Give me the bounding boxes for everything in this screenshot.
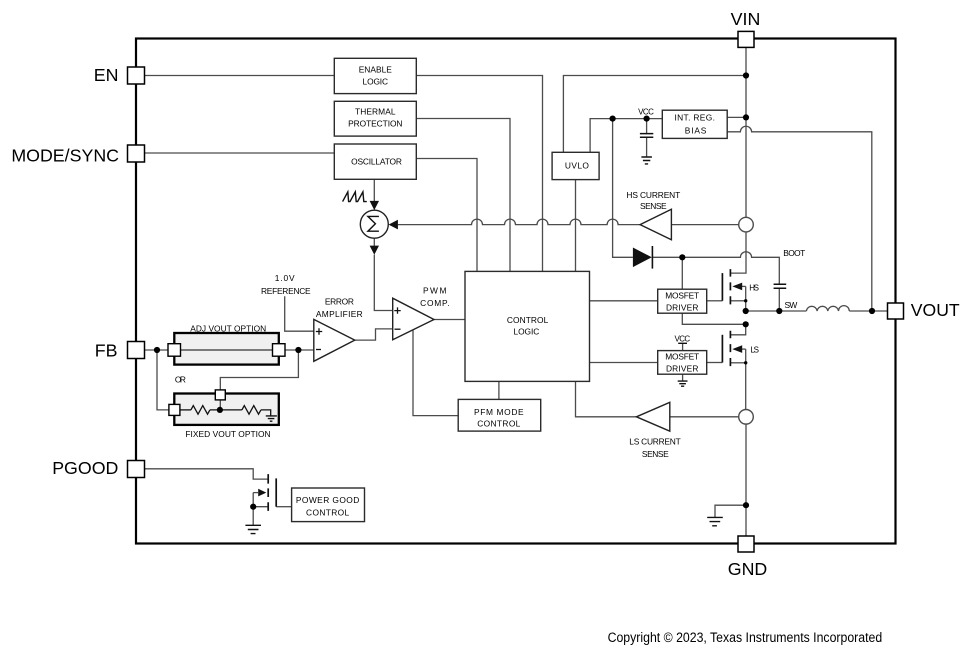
svg-text:MOSFET: MOSFET (665, 290, 699, 300)
svg-text:VCC: VCC (638, 107, 654, 116)
svg-text:EN: EN (94, 65, 119, 85)
svg-text:OSCILLATOR: OSCILLATOR (351, 157, 402, 167)
svg-text:POWER GOOD: POWER GOOD (296, 495, 359, 505)
svg-text:BIAS: BIAS (685, 126, 707, 136)
svg-text:VIN: VIN (731, 9, 761, 29)
svg-text:SENSE: SENSE (640, 201, 667, 211)
svg-text:BOOT: BOOT (783, 248, 805, 258)
svg-text:Copyright © 2023, Texas Instru: Copyright © 2023, Texas Instruments Inco… (608, 630, 883, 646)
svg-text:DRIVER: DRIVER (666, 364, 699, 374)
svg-text:FIXED VOUT OPTION: FIXED VOUT OPTION (185, 429, 270, 439)
svg-text:THERMAL: THERMAL (355, 107, 396, 117)
svg-text:HS CURRENT: HS CURRENT (626, 190, 680, 200)
svg-text:CONTROL: CONTROL (477, 419, 520, 429)
svg-text:LOGIC: LOGIC (513, 327, 539, 337)
svg-text:ADJ VOUT OPTION: ADJ VOUT OPTION (190, 324, 266, 334)
svg-text:AMPLIFIER: AMPLIFIER (316, 309, 363, 319)
svg-text:ENABLE: ENABLE (359, 65, 393, 75)
svg-text:1.0V: 1.0V (275, 273, 295, 283)
svg-text:FB: FB (95, 341, 118, 361)
svg-text:UVLO: UVLO (565, 161, 590, 171)
svg-text:CONTROL: CONTROL (507, 315, 549, 325)
svg-text:REFERENCE: REFERENCE (261, 286, 311, 296)
svg-text:LOGIC: LOGIC (363, 77, 389, 87)
svg-text:VOUT: VOUT (911, 300, 960, 320)
svg-text:GND: GND (728, 559, 768, 579)
svg-text:PGOOD: PGOOD (52, 458, 118, 478)
svg-text:CONTROL: CONTROL (306, 508, 349, 518)
svg-text:INT. REG.: INT. REG. (675, 113, 715, 123)
svg-text:SW: SW (785, 300, 798, 310)
svg-text:VCC: VCC (675, 334, 691, 343)
svg-text:LS CURRENT: LS CURRENT (629, 436, 680, 446)
svg-text:OR: OR (175, 374, 186, 384)
svg-text:DRIVER: DRIVER (666, 302, 699, 312)
svg-text:ERROR: ERROR (325, 297, 354, 307)
svg-text:PFM MODE: PFM MODE (474, 407, 524, 417)
svg-text:PWM: PWM (423, 286, 447, 296)
svg-text:MOSFET: MOSFET (665, 352, 699, 362)
svg-text:HS: HS (749, 284, 759, 293)
svg-text:SENSE: SENSE (642, 449, 669, 459)
svg-text:MODE/SYNC: MODE/SYNC (11, 146, 119, 166)
svg-text:PROTECTION: PROTECTION (348, 119, 402, 129)
svg-text:LS: LS (750, 346, 759, 355)
svg-text:COMP.: COMP. (420, 298, 450, 308)
